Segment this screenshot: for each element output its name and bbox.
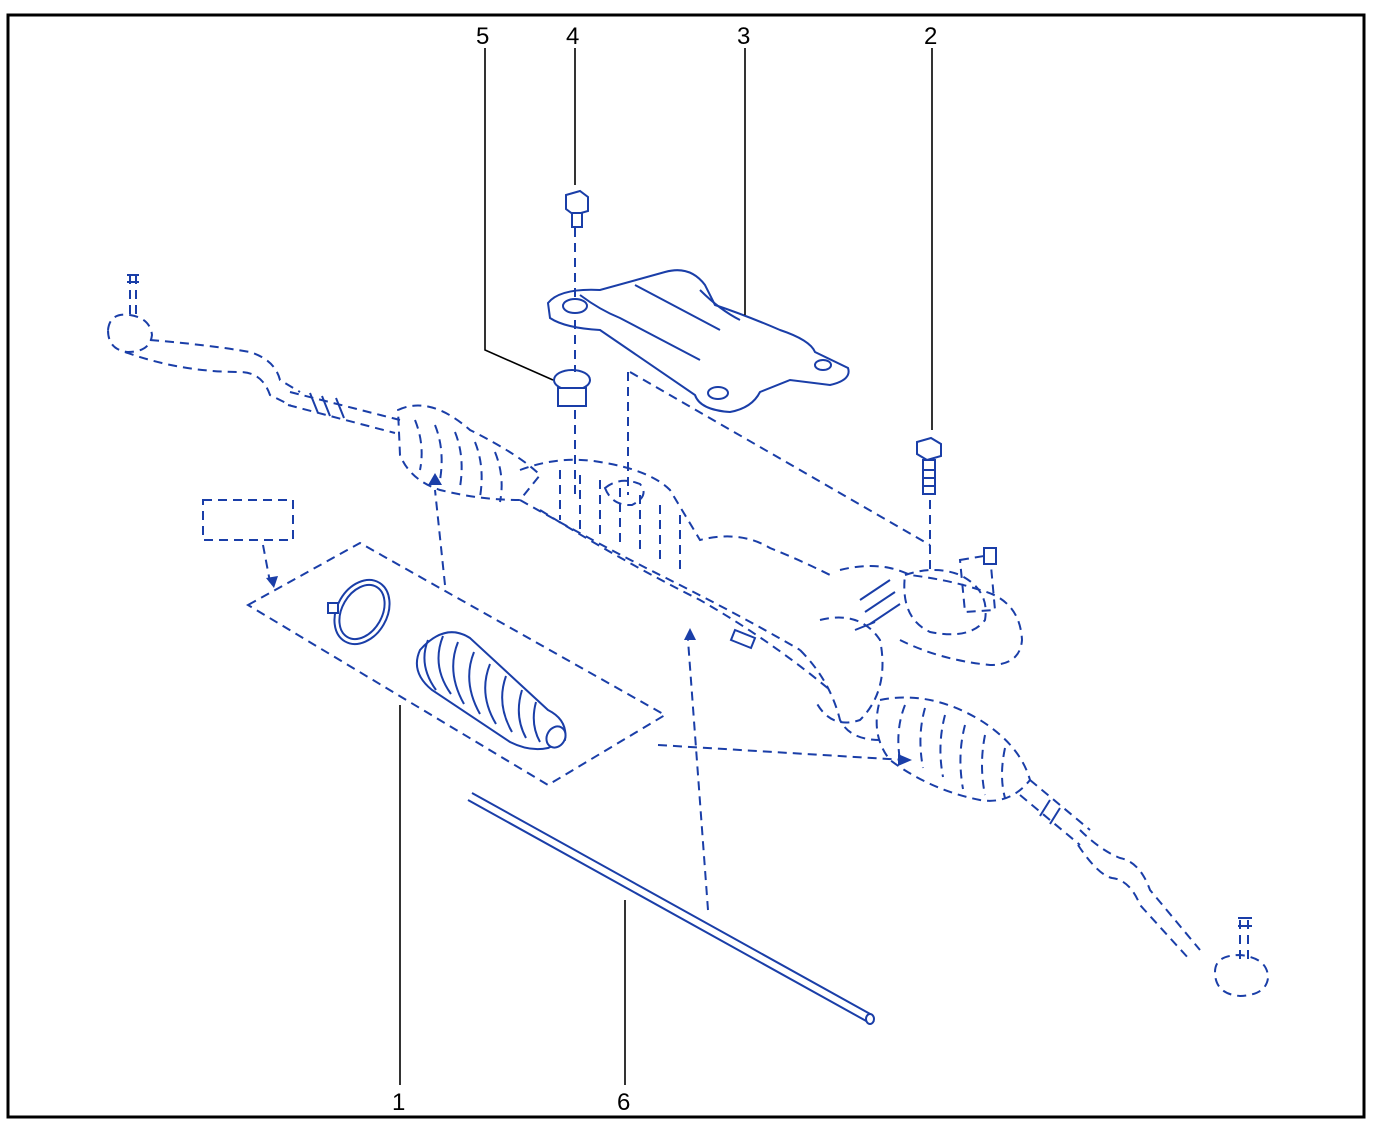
callout-3: 3 [737, 23, 750, 50]
leader-lines [399, 48, 933, 1085]
callout-2: 2 [924, 23, 937, 50]
rack-boot [416, 631, 567, 751]
kit-outline [245, 541, 667, 787]
assembly-lines [266, 228, 931, 911]
pressure-pipe [467, 792, 875, 1025]
callout-5: 5 [476, 23, 489, 50]
heat-shield [546, 269, 850, 414]
gear-mounting-bolt [916, 436, 942, 495]
callout-1: 1 [392, 1089, 405, 1116]
callout-6: 6 [617, 1089, 630, 1116]
boot-kit [202, 499, 667, 787]
steering-gear-assembly [106, 274, 1270, 998]
callout-4: 4 [566, 23, 579, 50]
kit-label-box [202, 499, 294, 541]
shield-bolt [565, 189, 589, 228]
clip-nut [553, 369, 591, 407]
boot-clamp [333, 579, 391, 645]
diagram-frame [6, 13, 1366, 1119]
